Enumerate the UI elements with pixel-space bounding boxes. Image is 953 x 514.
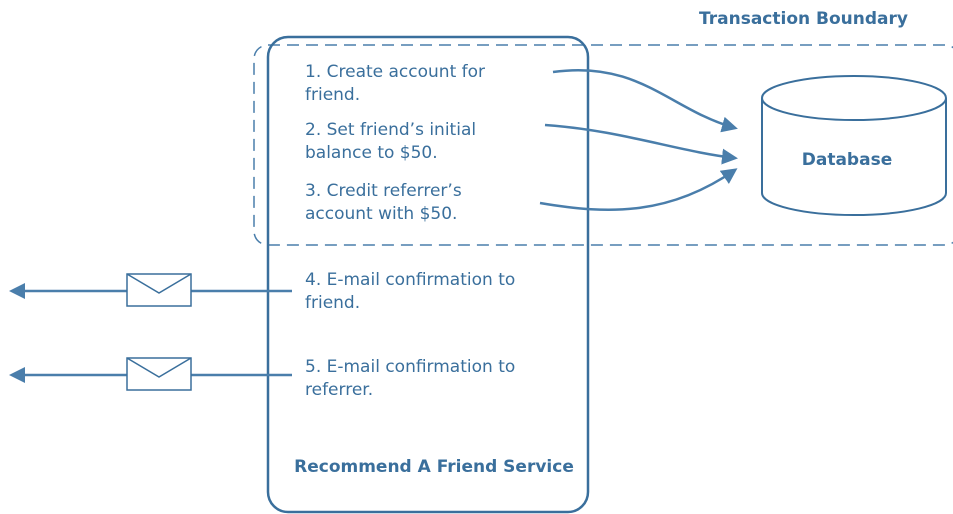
arrow-step-1-to-database <box>552 69 738 133</box>
step-2-text: 2. Set friend’s initial balance to $50. <box>305 120 482 163</box>
transaction-boundary <box>253 44 953 246</box>
arrow-step-2-to-database <box>544 123 738 165</box>
arrow-step-3-to-database <box>539 168 738 212</box>
database-cylinder: Database <box>761 75 947 216</box>
envelope-icon <box>126 357 192 391</box>
database-label: Database <box>802 150 892 170</box>
service-box <box>266 35 590 514</box>
step-4-text: 4. E-mail confirmation to friend. <box>305 270 521 313</box>
step-3-text: 3. Credit referrer’s account with $50. <box>305 181 467 224</box>
transaction-boundary-label: Transaction Boundary <box>699 9 908 29</box>
step-1-text: 1. Create account for friend. <box>305 62 490 105</box>
service-label: Recommend A Friend Service <box>294 457 574 477</box>
step-5-text: 5. E-mail confirmation to referrer. <box>305 357 521 400</box>
envelope-icon <box>126 273 192 307</box>
